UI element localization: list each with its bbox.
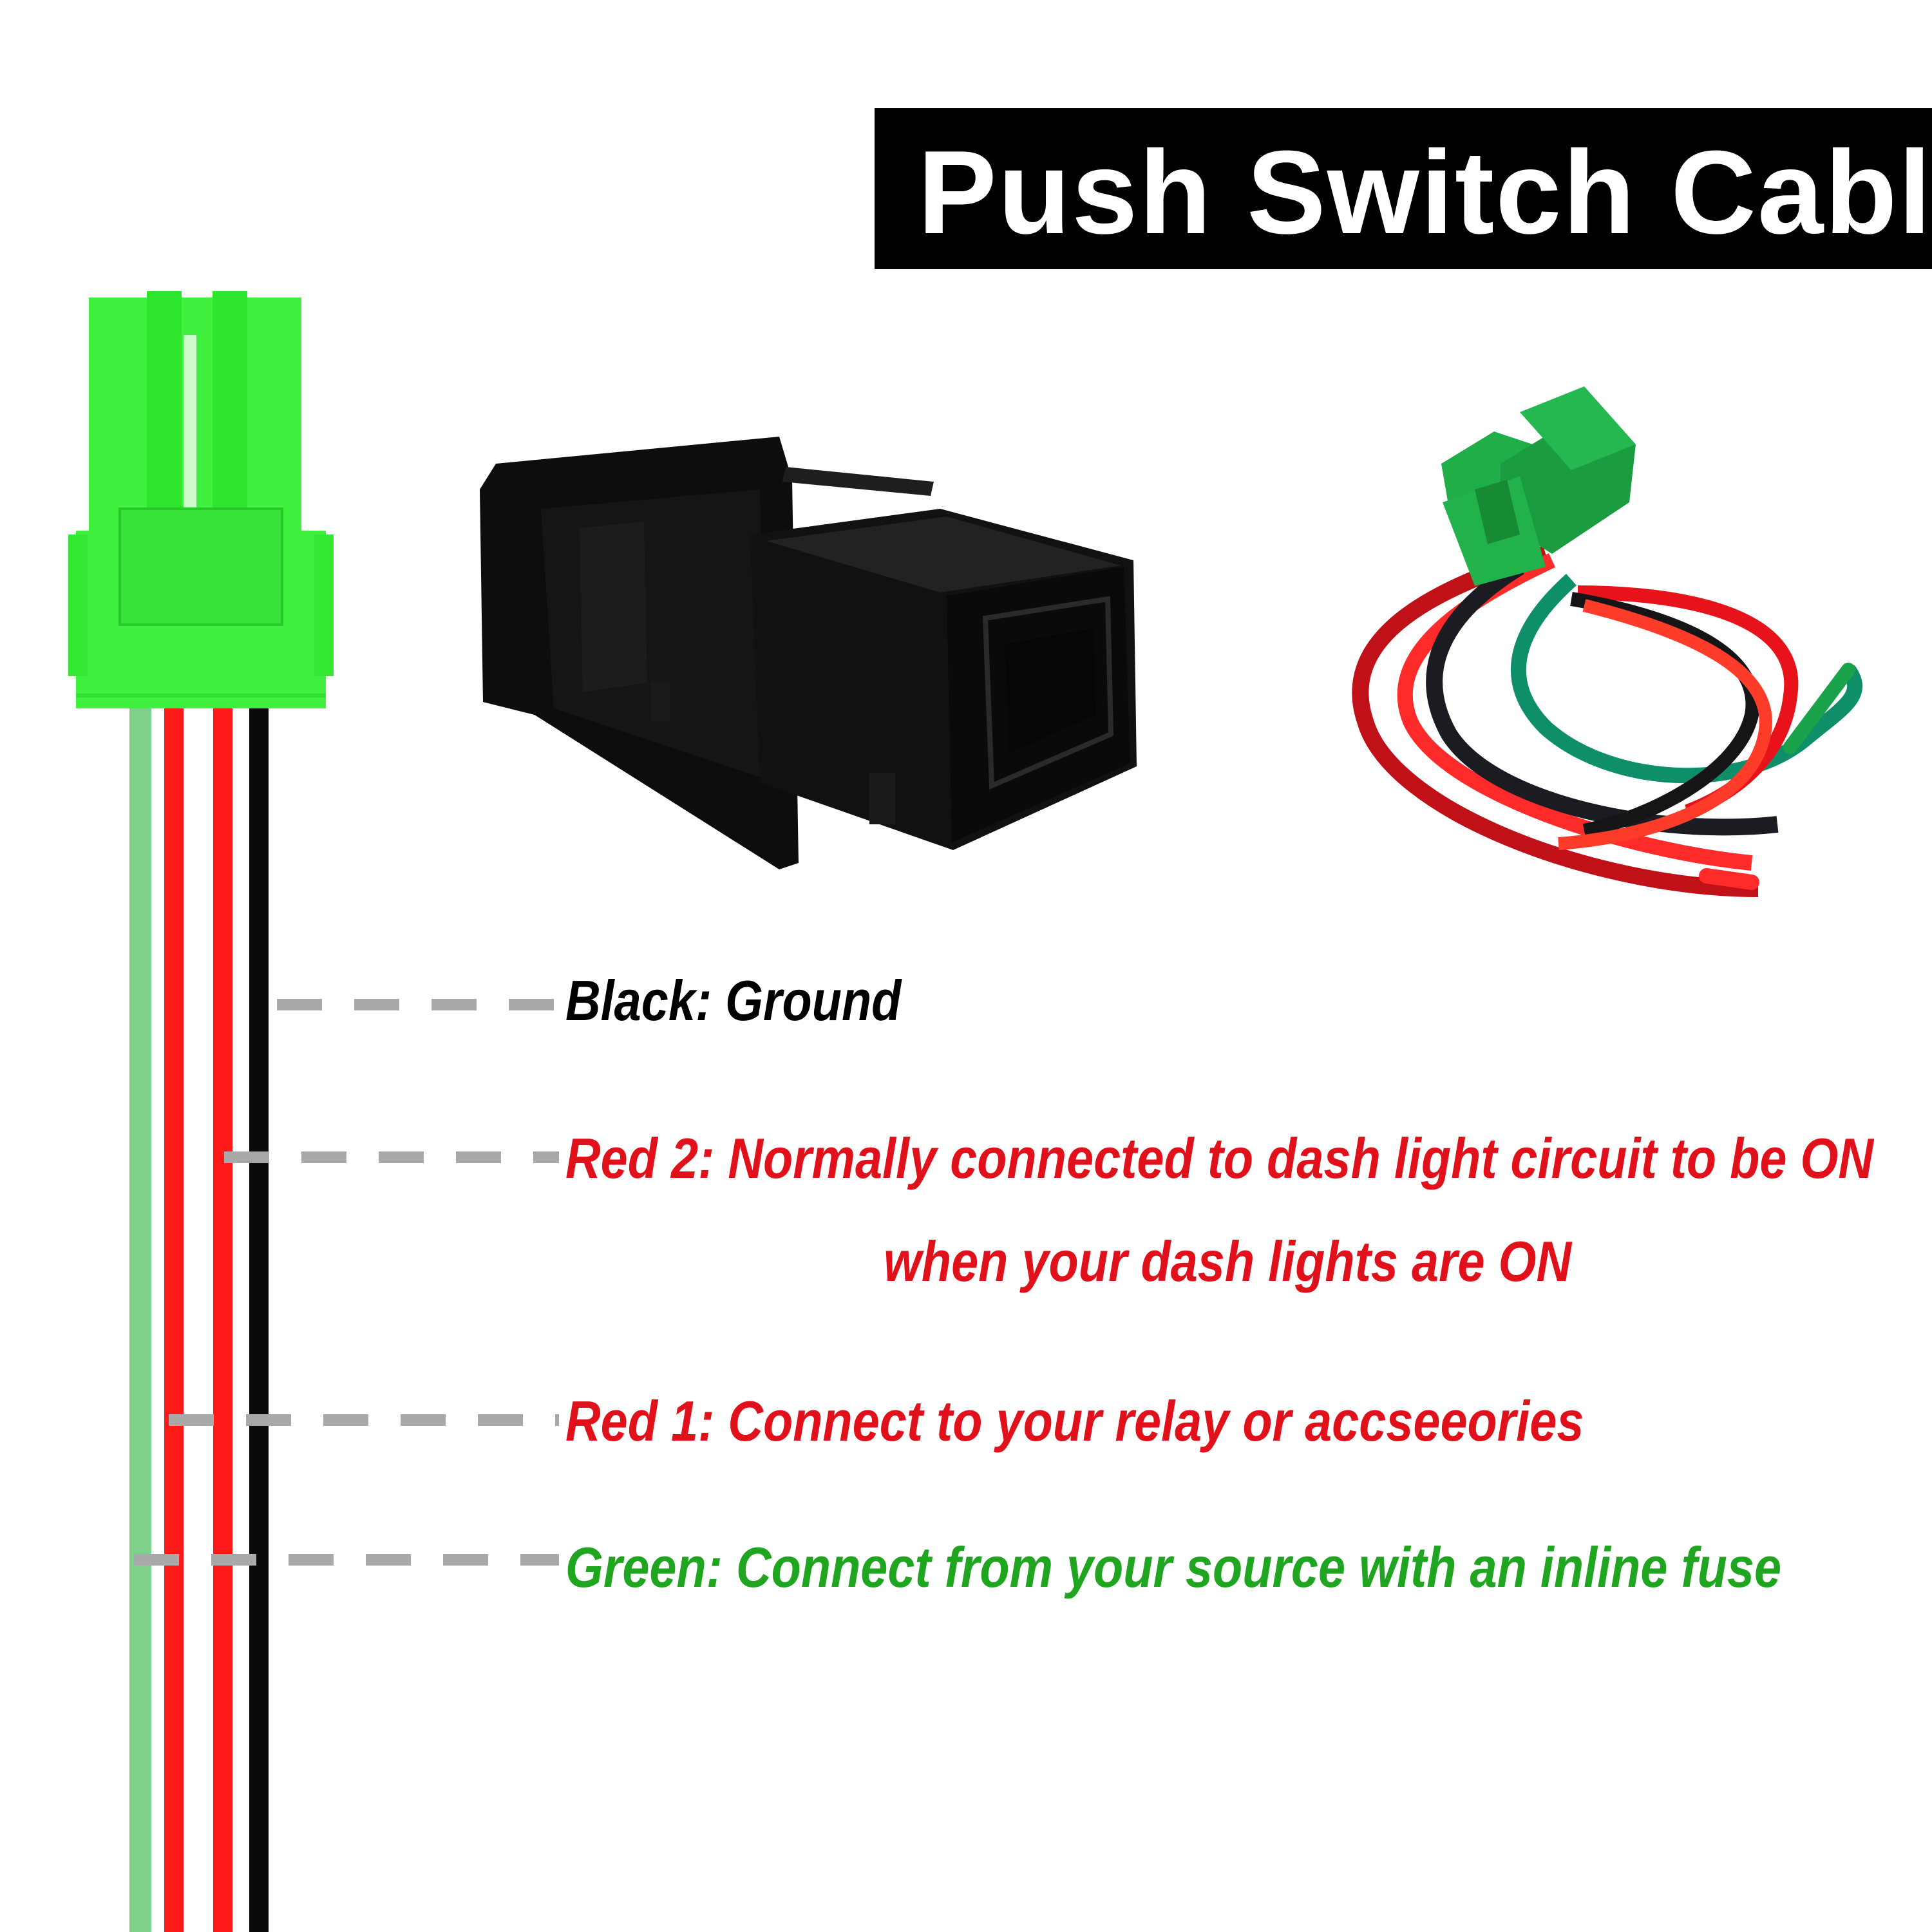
label-red2-wire-line1: Red 2: Normally connected to dash light … <box>565 1126 1874 1190</box>
leader-lines <box>134 999 559 1566</box>
title-banner <box>875 108 1932 269</box>
label-black-wire: Black: Ground <box>565 969 902 1032</box>
wire-bundle <box>129 696 269 1932</box>
label-red2-wire-line2: when your dash lights are ON <box>884 1229 1572 1293</box>
connector-illustration <box>68 291 334 708</box>
switch-housing-illustration <box>480 437 1137 869</box>
cable-harness-illustration <box>1352 386 1863 897</box>
page-title: Push Switch Cable <box>918 126 1932 258</box>
label-green-wire: Green: Connect from your source with an … <box>565 1535 1782 1599</box>
label-red1-wire: Red 1: Connect to your relay or accseeor… <box>565 1389 1584 1453</box>
